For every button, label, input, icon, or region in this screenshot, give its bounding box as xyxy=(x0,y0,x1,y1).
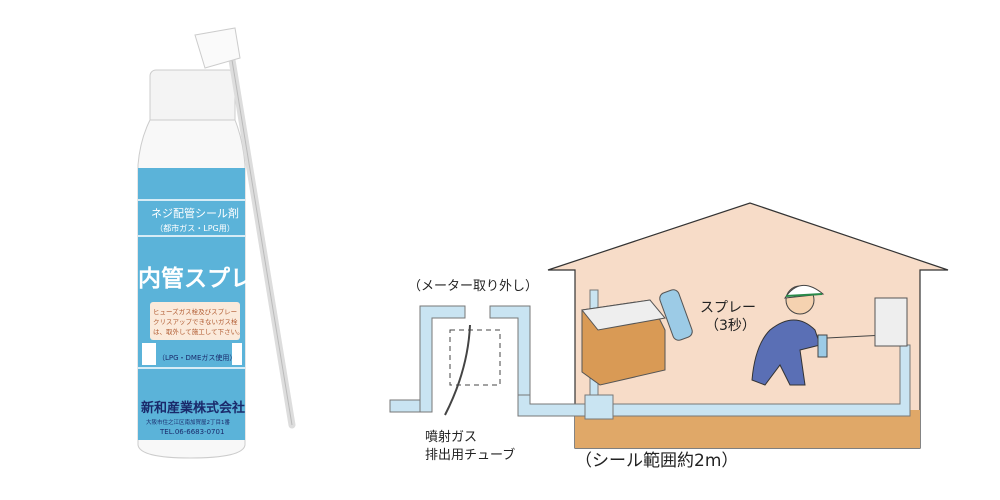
notice-box xyxy=(150,302,240,340)
gas-note: （LPG・DMEガス使用） xyxy=(158,353,236,362)
can-product-name: 内管スプレー xyxy=(138,265,276,292)
tube-label-2: 排出用チューブ xyxy=(425,447,515,463)
house xyxy=(547,202,949,449)
qr-code-2 xyxy=(232,343,242,365)
spray-can-small xyxy=(659,289,693,341)
spray-can: ネジ配管シール剤 （都市ガス・LPG用） 内管スプレー ヒューズガス栓及びスプレ… xyxy=(137,69,276,459)
house-diagram xyxy=(389,202,949,449)
can-usage: （都市ガス・LPG用） xyxy=(155,223,234,233)
maker-tel: TEL.06-6683-0701 xyxy=(159,428,224,436)
tube-label-1: 噴射ガス xyxy=(425,429,477,445)
notice-line: クリスアップできないガス栓 xyxy=(153,317,238,326)
spray-time: （3秒） xyxy=(705,318,756,334)
can-cap xyxy=(149,69,236,126)
meter-label: （メーター取り外し） xyxy=(408,279,538,294)
removed-meter-outline xyxy=(449,329,501,386)
notice-line: ヒューズガス栓及びスプレー xyxy=(153,307,237,316)
spray-label: スプレー xyxy=(700,300,756,316)
maker-name: 新和産業株式会社 xyxy=(141,400,245,416)
seal-range-label: （シール範囲約2m） xyxy=(575,451,738,471)
qr-code xyxy=(142,343,156,365)
gas-meter-box xyxy=(874,297,908,347)
notice-line: は、取外して施工して下さい。 xyxy=(153,327,244,336)
nozzle-tube xyxy=(194,27,296,429)
can-subtitle: ネジ配管シール剤 xyxy=(151,206,239,220)
exhaust-tube xyxy=(444,324,471,416)
nozzle-cap xyxy=(194,27,241,69)
worker xyxy=(751,285,886,386)
maker-address: 大阪市住之江区南加賀屋2丁目1番 xyxy=(146,418,230,426)
